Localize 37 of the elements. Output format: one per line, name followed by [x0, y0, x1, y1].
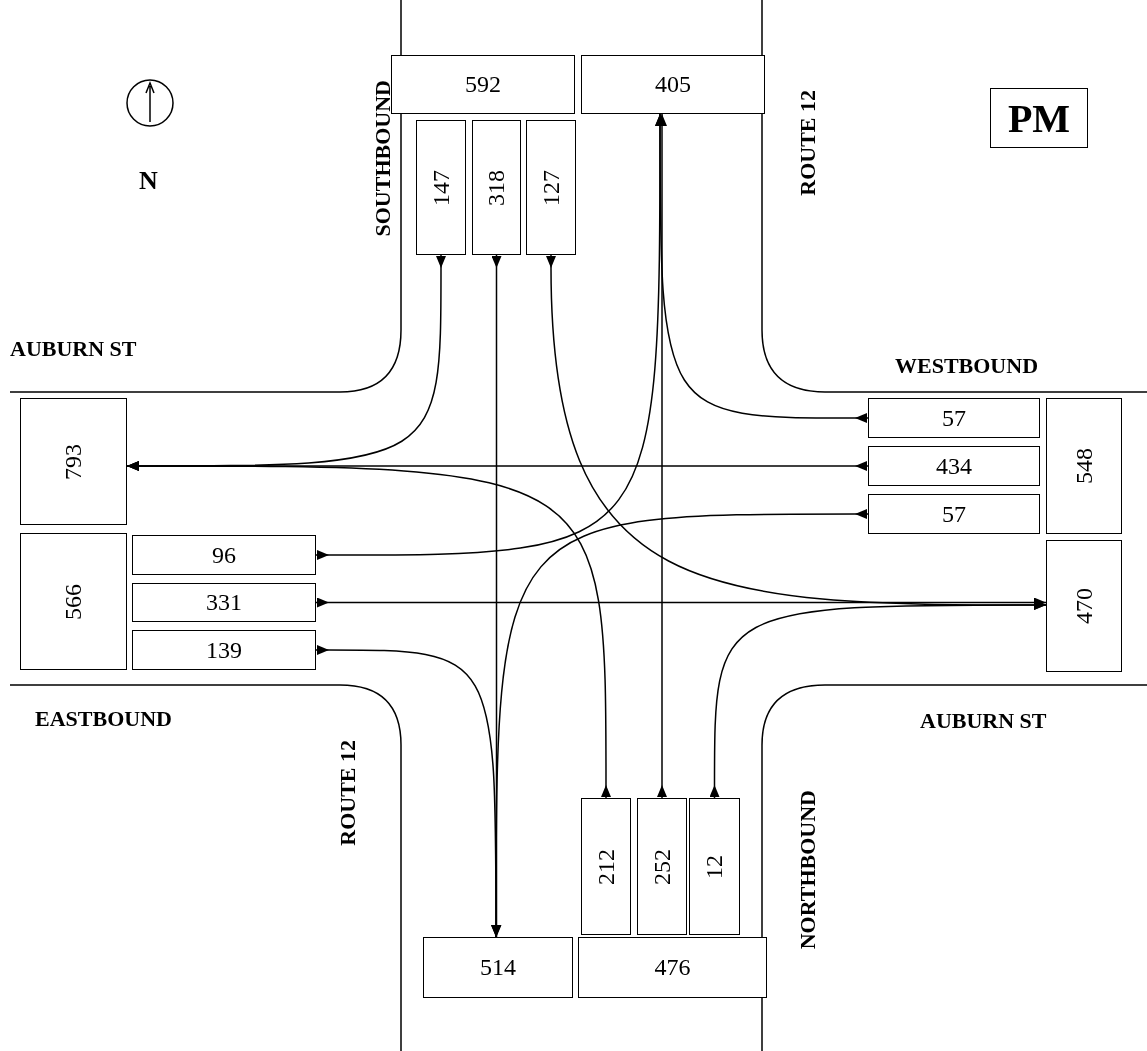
- street-label: AUBURN ST: [920, 710, 1047, 732]
- volume-box: 127: [526, 120, 576, 255]
- volume-box: 147: [416, 120, 466, 255]
- volume-box: 139: [132, 630, 316, 670]
- volume-box: 514: [423, 937, 573, 998]
- volume-box: 57: [868, 494, 1040, 534]
- volume-box: 96: [132, 535, 316, 575]
- volume-box: 566: [20, 533, 127, 670]
- volume-box: 405: [581, 55, 765, 114]
- direction-label: ROUTE 12: [797, 90, 819, 196]
- arrow: [492, 254, 502, 938]
- direction-label: SOUTHBOUND: [372, 80, 394, 237]
- volume-box: 476: [578, 937, 767, 998]
- direction-label: NORTHBOUND: [797, 790, 819, 950]
- volume-box: 793: [20, 398, 127, 525]
- arrow: [126, 461, 611, 799]
- arrow: [315, 113, 661, 560]
- street-label: EASTBOUND: [35, 708, 172, 730]
- volume-box: 212: [581, 798, 631, 935]
- volume-box: 331: [132, 583, 316, 622]
- arrow: [315, 598, 1047, 608]
- arrow: [657, 113, 667, 799]
- volume-box: 57: [868, 398, 1040, 438]
- volume-box: 434: [868, 446, 1040, 486]
- street-label: AUBURN ST: [10, 338, 137, 360]
- volume-box: 12: [689, 798, 740, 935]
- arrow: [315, 645, 501, 938]
- direction-label: ROUTE 12: [337, 740, 359, 846]
- street-label: WESTBOUND: [895, 355, 1039, 377]
- volume-box: 592: [391, 55, 575, 114]
- volume-box: 318: [472, 120, 521, 255]
- volume-box: 470: [1046, 540, 1122, 672]
- north-label: N: [139, 168, 158, 194]
- volume-box: 548: [1046, 398, 1122, 534]
- arrow: [710, 603, 1047, 799]
- volume-box: 252: [637, 798, 687, 935]
- period-label: PM: [990, 88, 1088, 148]
